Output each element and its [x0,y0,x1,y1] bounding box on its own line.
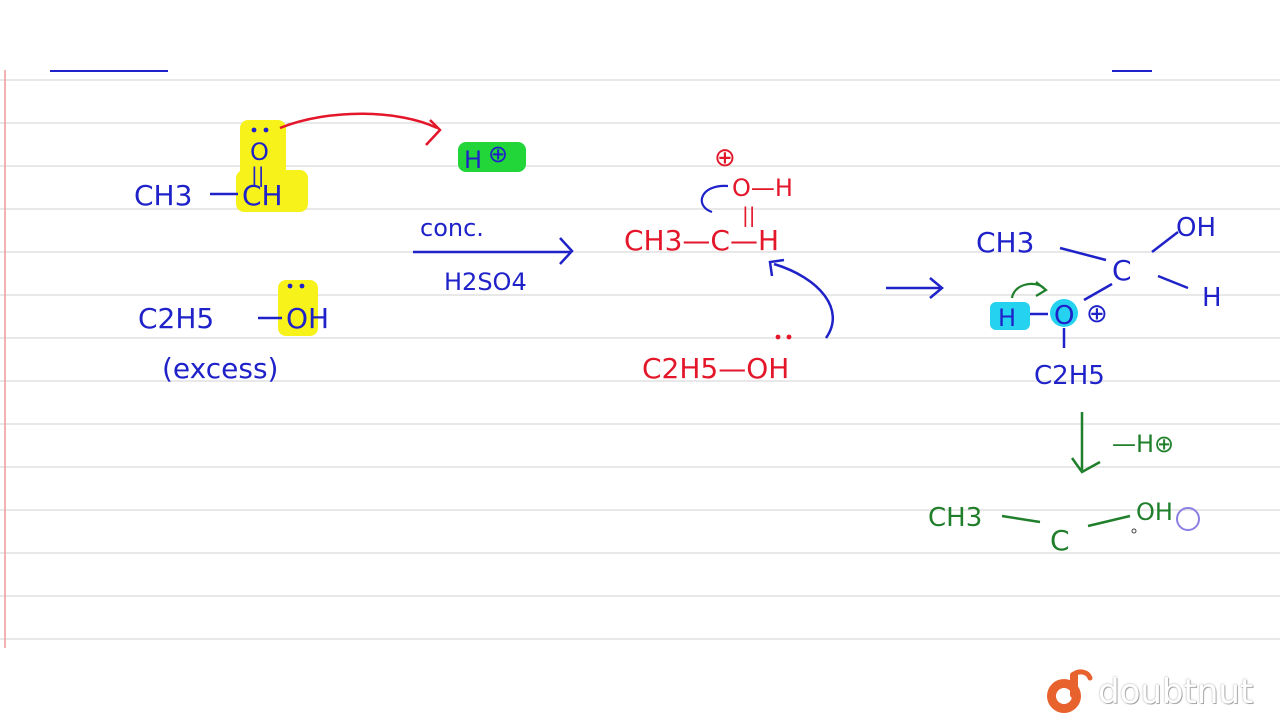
ethanol-oh: OH [286,302,329,335]
step-arrowhead [929,277,944,299]
ethanol-excess-note: (excess) [162,352,278,385]
aldehyde-highlight [240,120,286,184]
intermediate-h: H [1202,283,1222,313]
protonated-aldehyde: ⊕ O—H || CH3—C—H [624,143,793,257]
product-ch3: CH3 [928,503,982,533]
protonated-charge: ⊕ [714,143,736,173]
lone-pair-dot [287,283,293,289]
intermediate-charge: ⊕ [1086,299,1108,329]
product-oh: OH [1136,498,1173,526]
ethanol-o-highlight [278,280,318,336]
product-bond-left [1001,514,1041,524]
resonance-curve [700,184,729,214]
lone-pair-dot [299,283,305,289]
proton: H ⊕ [458,140,526,174]
intermediate-bond-h [1157,274,1189,290]
intermediate-bond-o [1083,282,1113,302]
reagent-below: H2SO4 [444,268,527,296]
hemiacetal-product: CH3 C OH [928,498,1200,557]
proton-highlight [458,142,526,172]
doubtnut-logo-icon [1047,669,1093,713]
pen-cursor-dot [1131,528,1137,534]
intermediate-c: C [1112,254,1132,287]
reagent-arrow: conc. H2SO4 [413,214,574,296]
brand-logo: doubtnut [1040,666,1280,720]
h-on-o-highlight [990,302,1030,330]
product-c: C [1050,524,1070,557]
lone-pair-dot [263,127,269,133]
oxonium-intermediate: CH3 C OH H H O ⊕ C2H5 [976,213,1222,391]
intermediate-c2h5: C2H5 [1034,361,1105,391]
proton-h: H [464,146,482,174]
deprotonation-arrowhead [1070,457,1101,474]
ethanol-c2h5: C2H5 [138,302,214,335]
lone-pair-dot [786,334,792,340]
intermediate-o: O [1054,301,1074,331]
reaction-arrowhead [559,237,574,265]
intermediate-bond-ch3 [1059,246,1107,262]
intermediate-oh: OH [1176,213,1216,243]
aldehyde-highlight-ch [236,170,308,212]
aldehyde-ch3: CH3 [134,179,192,212]
aldehyde-double-bond: || [251,163,264,187]
attacking-ethanol: C2H5—OH [642,334,792,385]
ethanol-structure: C2H5 OH (excess) [138,280,329,385]
pen-cursor [1176,507,1200,531]
o-highlight [1050,299,1078,327]
proton-charge: ⊕ [488,140,508,168]
lone-pair-to-proton-arrow [279,112,438,130]
aldehyde-ch: CH [242,179,283,212]
brand-name: doubtnut [1098,672,1254,712]
arrowhead [768,258,785,277]
attacking-ethanol-formula: C2H5—OH [642,352,789,385]
intermediate-ch3: CH3 [976,226,1034,259]
nucleophilic-attack-arrow [773,262,835,339]
lone-pair-dot [251,127,257,133]
protonated-oh: O—H [732,174,793,202]
reagent-above: conc. [420,214,484,242]
intermediate-bond-oh [1151,231,1179,253]
product-bond-right [1087,514,1131,528]
arrowhead [425,119,442,146]
protonated-chain: CH3—C—H [624,224,779,257]
ruled-lines [0,79,1280,640]
proton-transfer-arrow [1010,282,1045,299]
protonated-double-bond: || [742,203,755,227]
lone-pair-dot [775,334,781,340]
aldehyde-structure: O || CH3 CH [134,120,308,212]
deprotonation-step: —H⊕ [1070,412,1174,474]
deprotonation-label: —H⊕ [1112,430,1174,458]
intermediate-h-on-o: H [998,304,1016,332]
aldehyde-o: O [250,138,269,166]
arrowhead [1035,281,1048,297]
